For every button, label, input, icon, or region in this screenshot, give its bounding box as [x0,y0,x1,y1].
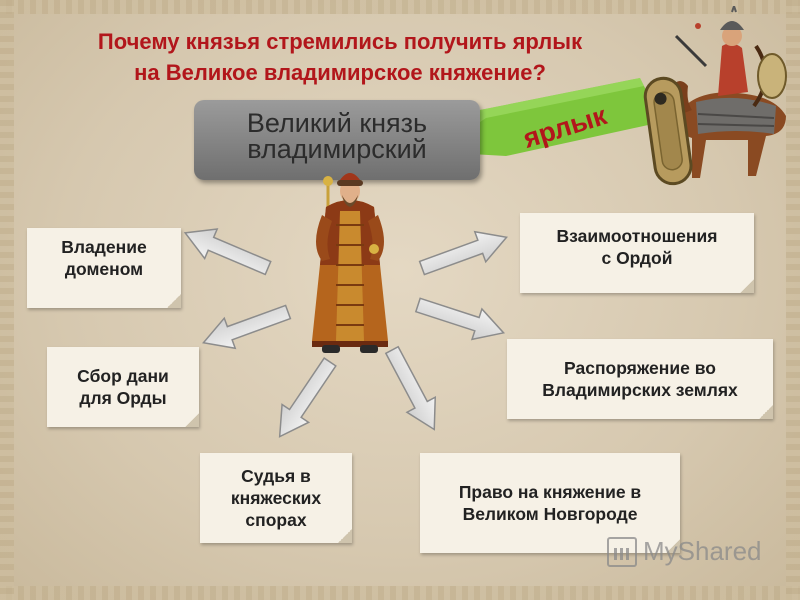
note-judge: Судья в княжеских спорах [200,453,352,543]
arrow-to-rule [414,297,506,341]
arrow-to-domain [183,228,272,276]
note-novgorod-text: Право на княжение в Великом Новгороде [458,482,642,524]
grand-prince-title-line1: Великий князь [246,108,428,138]
ornament-border-bottom [0,586,800,600]
note-novgorod: Право на княжение в Великом Новгороде [420,453,680,553]
note-judge-text: Судья в княжеских спорах [230,466,322,530]
note-tribute-text: Сбор дани для Орды [77,366,169,408]
slide-title-line1: Почему князья стремились получить ярлык [97,29,583,54]
ornament-border-left [0,0,14,600]
note-relations-text: Взаимоотношения с Ордой [556,226,718,268]
grand-prince-title-line2: владимирский [247,134,427,164]
arrow-to-tribute [202,304,292,350]
note-relations: Взаимоотношения с Ордой [520,213,754,293]
ornament-border-top [0,0,800,14]
watermark-text: MyShared [643,536,762,566]
note-rule-text: Распоряжение во Владимирских землях [542,358,738,400]
watermark: MyShared [607,536,762,567]
arrow-to-relations [418,230,508,276]
arrow-to-judge [278,357,337,438]
arrow-to-novgorod [384,345,437,431]
note-domain-text: Владение доменом [61,237,147,279]
grand-prince-figure [312,173,388,353]
ornament-border-right [786,0,800,600]
note-tribute: Сбор дани для Орды [47,347,199,427]
note-domain: Владение доменом [27,228,181,308]
presentation-icon [607,536,637,567]
grand-prince-box: Великий князь владимирский [194,100,480,180]
note-rule: Распоряжение во Владимирских землях [507,339,773,419]
slide-title: Почему князья стремились получить ярлык … [30,26,650,88]
